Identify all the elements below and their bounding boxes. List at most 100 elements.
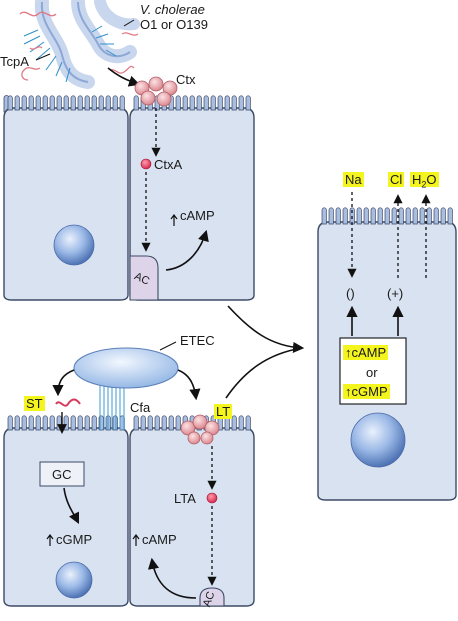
- box-or-label: or: [366, 365, 378, 380]
- microvillus: [231, 95, 237, 111]
- microvillus: [196, 95, 202, 111]
- top-camp-arrow: [165, 229, 209, 271]
- microvillus: [77, 415, 83, 431]
- right-microvilli-row: [321, 207, 453, 225]
- microvillus: [63, 415, 69, 431]
- na-paren-label: (): [346, 286, 355, 301]
- microvillus: [342, 207, 348, 225]
- ctx-toxin: [134, 76, 178, 107]
- microvillus: [321, 207, 327, 225]
- microvillus: [405, 207, 411, 225]
- cholera-to-enterocyte-arrow: [227, 305, 305, 354]
- top-camp-up-icon: [170, 214, 178, 226]
- microvillus: [189, 95, 195, 111]
- box-camp-label: ↑cAMP: [343, 345, 389, 360]
- bacteria-to-ctx-arrow: [107, 67, 141, 87]
- bottom-microvilli-row: [7, 415, 251, 431]
- cgmp-up-icon: [46, 534, 54, 546]
- lt-toxin: [180, 414, 220, 445]
- microvillus: [335, 207, 341, 225]
- microvillus: [419, 207, 425, 225]
- microvillus: [56, 95, 62, 111]
- microvillus: [14, 95, 20, 111]
- camp-top-label: cAMP: [180, 208, 215, 223]
- microvillus: [7, 95, 13, 111]
- microvillus: [182, 95, 188, 111]
- microvillus: [133, 415, 139, 431]
- microvillus: [426, 207, 432, 225]
- microvillus: [384, 207, 390, 225]
- lta-label: LTA: [174, 491, 196, 506]
- ctxa-dot: [140, 158, 152, 170]
- microvillus: [217, 95, 223, 111]
- microvillus: [356, 207, 362, 225]
- top-ac-receptor: [129, 255, 159, 301]
- tcpa-leader-line: [35, 53, 51, 61]
- microvillus: [70, 95, 76, 111]
- gc-label: GC: [52, 467, 72, 482]
- microvillus: [28, 95, 34, 111]
- vcholerae-label: V. cholerae: [140, 2, 205, 17]
- microvillus: [21, 95, 27, 111]
- microvillus: [391, 207, 397, 225]
- bottom-left-nucleus: [55, 561, 93, 599]
- microvillus: [7, 415, 13, 431]
- bottom-right-cell: [129, 427, 255, 607]
- bottom-camp-arrow: [147, 557, 197, 599]
- microvillus: [154, 415, 160, 431]
- box-cgmp-label: ↑cGMP: [343, 384, 390, 399]
- microvillus: [349, 207, 355, 225]
- st-label: ST: [24, 396, 45, 411]
- gc-to-cgmp-arrow: [63, 487, 80, 525]
- microvillus: [21, 415, 27, 431]
- microvillus: [91, 95, 97, 111]
- tcpa-label: TcpA: [0, 54, 29, 69]
- cl-label: Cl: [388, 172, 405, 187]
- microvillus: [119, 95, 125, 111]
- microvillus: [447, 207, 453, 225]
- microvillus: [133, 95, 139, 111]
- right-nucleus: [350, 412, 406, 468]
- microvillus: [28, 415, 34, 431]
- microvillus: [140, 415, 146, 431]
- microvillus: [42, 415, 48, 431]
- microvillus: [245, 415, 251, 431]
- microvillus: [377, 207, 383, 225]
- microvillus: [35, 415, 41, 431]
- top-left-nucleus: [53, 224, 95, 266]
- etec-to-enterocyte-arrow: [225, 347, 303, 399]
- lt-release-arrow: [177, 369, 201, 401]
- serogroups-label: O1 or O139: [140, 17, 208, 32]
- microvillus: [210, 95, 216, 111]
- microvillus: [363, 207, 369, 225]
- microvillus: [175, 415, 181, 431]
- lt-label: LT: [214, 404, 233, 419]
- microvillus: [231, 415, 237, 431]
- microvillus: [328, 207, 334, 225]
- microvillus: [49, 415, 55, 431]
- h2o-label: H2O: [410, 172, 439, 190]
- ctxa-label: CtxA: [154, 157, 183, 172]
- microvillus: [112, 415, 118, 431]
- microvillus: [203, 95, 209, 111]
- lta-dot: [206, 492, 218, 504]
- cfa-label: Cfa: [130, 400, 151, 415]
- microvillus: [77, 95, 83, 111]
- ctx-label: Ctx: [176, 72, 196, 87]
- microvillus: [412, 207, 418, 225]
- microvillus: [238, 415, 244, 431]
- microvillus: [42, 95, 48, 111]
- microvillus: [98, 95, 104, 111]
- microvillus: [105, 95, 111, 111]
- microvillus: [433, 207, 439, 225]
- st-toxin: [55, 398, 81, 407]
- microvillus: [112, 95, 118, 111]
- bottom-ac-receptor: [199, 587, 225, 607]
- top-left-cell: [3, 107, 129, 301]
- microvillus: [70, 415, 76, 431]
- cgmp-bottom-label: cGMP: [56, 532, 93, 547]
- etec-leader-line: [159, 341, 177, 351]
- flagella: [19, 11, 139, 81]
